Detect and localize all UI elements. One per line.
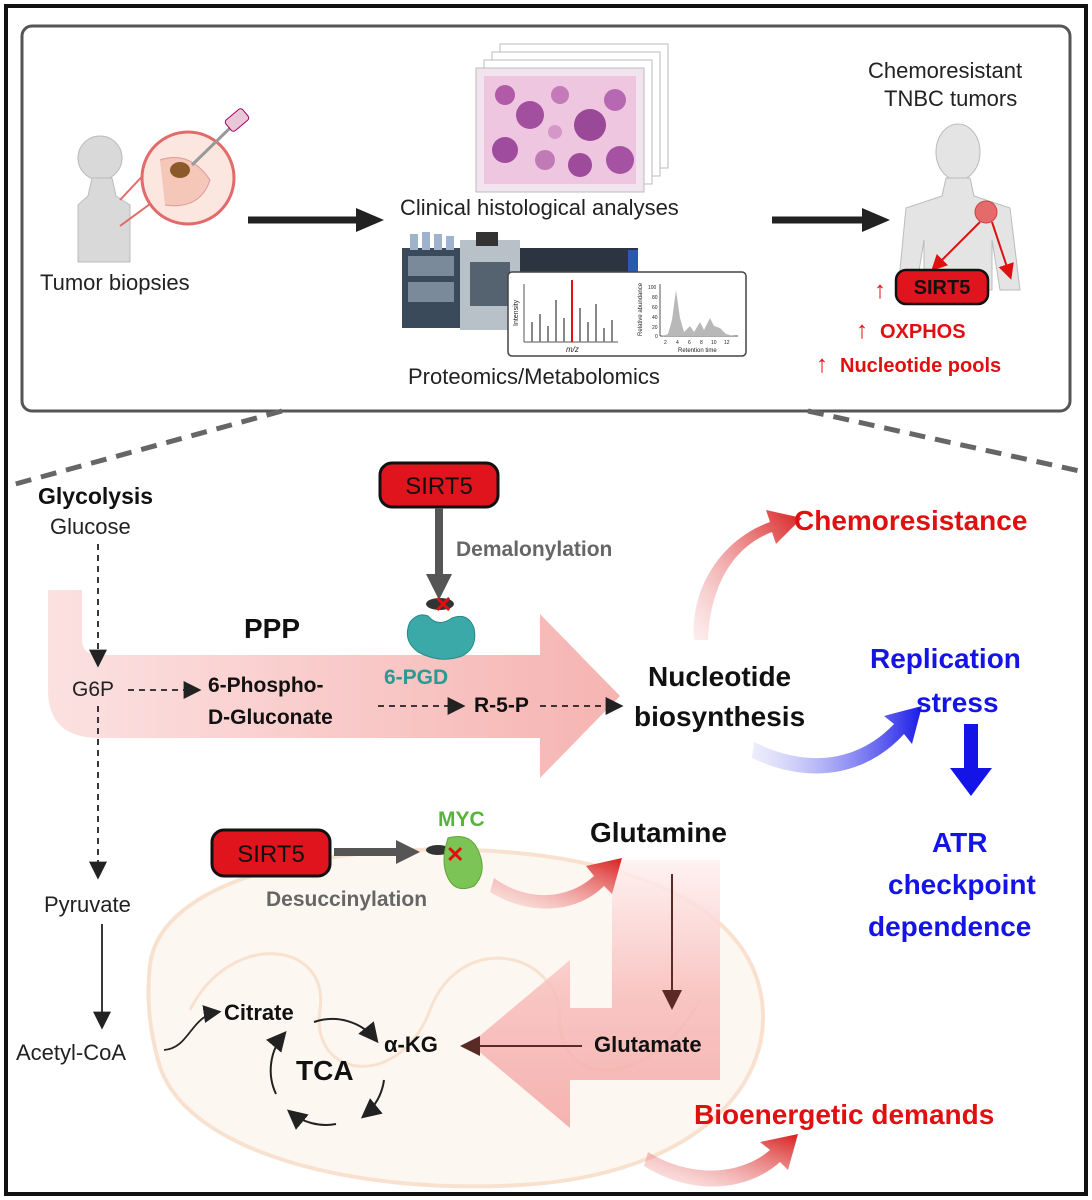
chromatogram-xtick: 4 xyxy=(676,340,679,346)
histology-slides-icon xyxy=(475,43,669,193)
pyruvate-label: Pyruvate xyxy=(44,892,131,917)
bioenergetic-label: Bioenergetic demands xyxy=(694,1099,994,1130)
zoom-line-left xyxy=(7,408,283,489)
sirt5-to-myc-arrowhead xyxy=(396,840,420,864)
atr-label-2: checkpoint xyxy=(888,869,1036,900)
chromatogram-ytick: 0 xyxy=(655,334,658,340)
chromatogram-plot: Relative abundance Retention time 100 80… xyxy=(638,282,738,354)
tca-label: TCA xyxy=(296,1055,354,1086)
sirt5-badge-top-label: SIRT5 xyxy=(914,277,971,299)
myc-protein-icon: ✕ xyxy=(426,836,483,890)
myc-to-glutamine-arrow xyxy=(490,858,622,909)
desuccinylation-label: Desuccinylation xyxy=(266,888,427,911)
clinical-histology-label: Clinical histological analyses xyxy=(400,195,679,220)
atr-label-1: ATR xyxy=(932,827,987,858)
top-arrow-1-head xyxy=(356,208,384,232)
chemoresistant-label: Chemoresistant xyxy=(868,58,1022,83)
sirt5-box-top-label: SIRT5 xyxy=(405,473,473,500)
sirt5-box-bottom-label: SIRT5 xyxy=(237,841,305,868)
6pgd-enzyme-icon: ✕ xyxy=(406,592,476,660)
glutamine-flux-arrow xyxy=(470,860,720,1128)
replication-to-atr-head xyxy=(950,768,992,796)
chromatogram-xtick: 2 xyxy=(664,340,667,346)
chromatogram-ytick: 100 xyxy=(648,285,657,291)
demalonylation-label: Demalonylation xyxy=(456,538,612,561)
phosphogluconate-label-1: 6-Phospho- xyxy=(208,674,324,697)
chromatogram-xtick: 8 xyxy=(700,340,703,346)
top-arrow-2-head xyxy=(862,208,890,232)
replication-to-atr-shaft xyxy=(964,724,978,772)
chromatogram-ytick: 60 xyxy=(652,305,658,311)
chromatogram-xtick: 12 xyxy=(724,340,730,346)
up-arrow-sirt5: ↑ xyxy=(874,277,886,304)
phosphogluconate-label-2: D-Gluconate xyxy=(208,706,333,729)
bioenergetic-arrow xyxy=(644,1134,798,1187)
mass-spectrum-plot: Intensity m/z xyxy=(513,280,618,354)
chemoresistance-label: Chemoresistance xyxy=(794,505,1027,536)
tumor-biopsies-label: Tumor biopsies xyxy=(40,270,190,295)
replication-stress-arrow xyxy=(752,706,922,774)
proteomics-label: Proteomics/Metabolomics xyxy=(408,364,660,389)
replication-label-1: Replication xyxy=(870,643,1021,674)
glucose-label: Glucose xyxy=(50,514,131,539)
nucleotide-label-2: biosynthesis xyxy=(634,701,805,732)
breast-biopsy-icon xyxy=(140,108,250,226)
tca-cycle-arrows xyxy=(266,1017,385,1130)
oxphos-label: OXPHOS xyxy=(880,321,966,343)
myc-inhibit-mark: ✕ xyxy=(446,842,464,867)
atr-label-3: dependence xyxy=(868,911,1031,942)
glutamine-label: Glutamine xyxy=(590,817,727,848)
sirt5-to-6pgd-arrowhead xyxy=(426,574,452,600)
nucleotide-label-1: Nucleotide xyxy=(648,661,791,692)
zoom-line-right xyxy=(807,408,1085,475)
patient-torso-icon xyxy=(897,123,1021,291)
6pgd-inhibit-mark: ✕ xyxy=(434,592,452,617)
ppp-label: PPP xyxy=(244,613,300,644)
glycolysis-label: Glycolysis xyxy=(38,483,153,509)
acetylcoa-to-citrate-arrow xyxy=(163,1005,222,1051)
chromatogram-ytick: 40 xyxy=(652,315,658,321)
top-panel xyxy=(20,24,1072,413)
replication-label-2: stress xyxy=(916,687,999,718)
6pgd-label: 6-PGD xyxy=(384,666,448,689)
myc-label: MYC xyxy=(438,808,485,831)
chromatogram-xtick: 6 xyxy=(688,340,691,346)
nucleotide-pools-label: Nucleotide pools xyxy=(840,355,1001,377)
glutamate-label: Glutamate xyxy=(594,1032,702,1057)
akg-label: α-KG xyxy=(384,1032,438,1057)
sirt5-box-bottom xyxy=(210,828,332,878)
ppp-flux-arrow xyxy=(48,590,620,778)
tnbc-label: TNBC tumors xyxy=(884,86,1017,111)
citrate-label: Citrate xyxy=(224,1000,294,1025)
chromatogram-ylabel: Relative abundance xyxy=(638,282,644,336)
chromatogram-xtick: 10 xyxy=(711,340,717,346)
chromatogram-ytick: 20 xyxy=(652,325,658,331)
up-arrow-nucleotide: ↑ xyxy=(816,351,828,378)
chromatogram-xlabel: Retention time xyxy=(678,348,717,354)
sirt5-badge-top xyxy=(894,268,990,306)
acetyl-coa-label: Acetyl-CoA xyxy=(16,1040,126,1065)
patient-figure-icon xyxy=(77,135,151,263)
chromatogram-ytick: 80 xyxy=(652,295,658,301)
outer-frame xyxy=(4,4,1088,1196)
up-arrow-oxphos: ↑ xyxy=(856,317,868,344)
g6p-label: G6P xyxy=(72,678,114,701)
sirt5-box-top xyxy=(378,461,500,509)
r5p-label: R-5-P xyxy=(474,694,529,717)
spectrum-ylabel: Intensity xyxy=(513,299,520,326)
spectrum-xlabel: m/z xyxy=(566,345,579,354)
chemoresistance-arrow xyxy=(693,510,802,640)
